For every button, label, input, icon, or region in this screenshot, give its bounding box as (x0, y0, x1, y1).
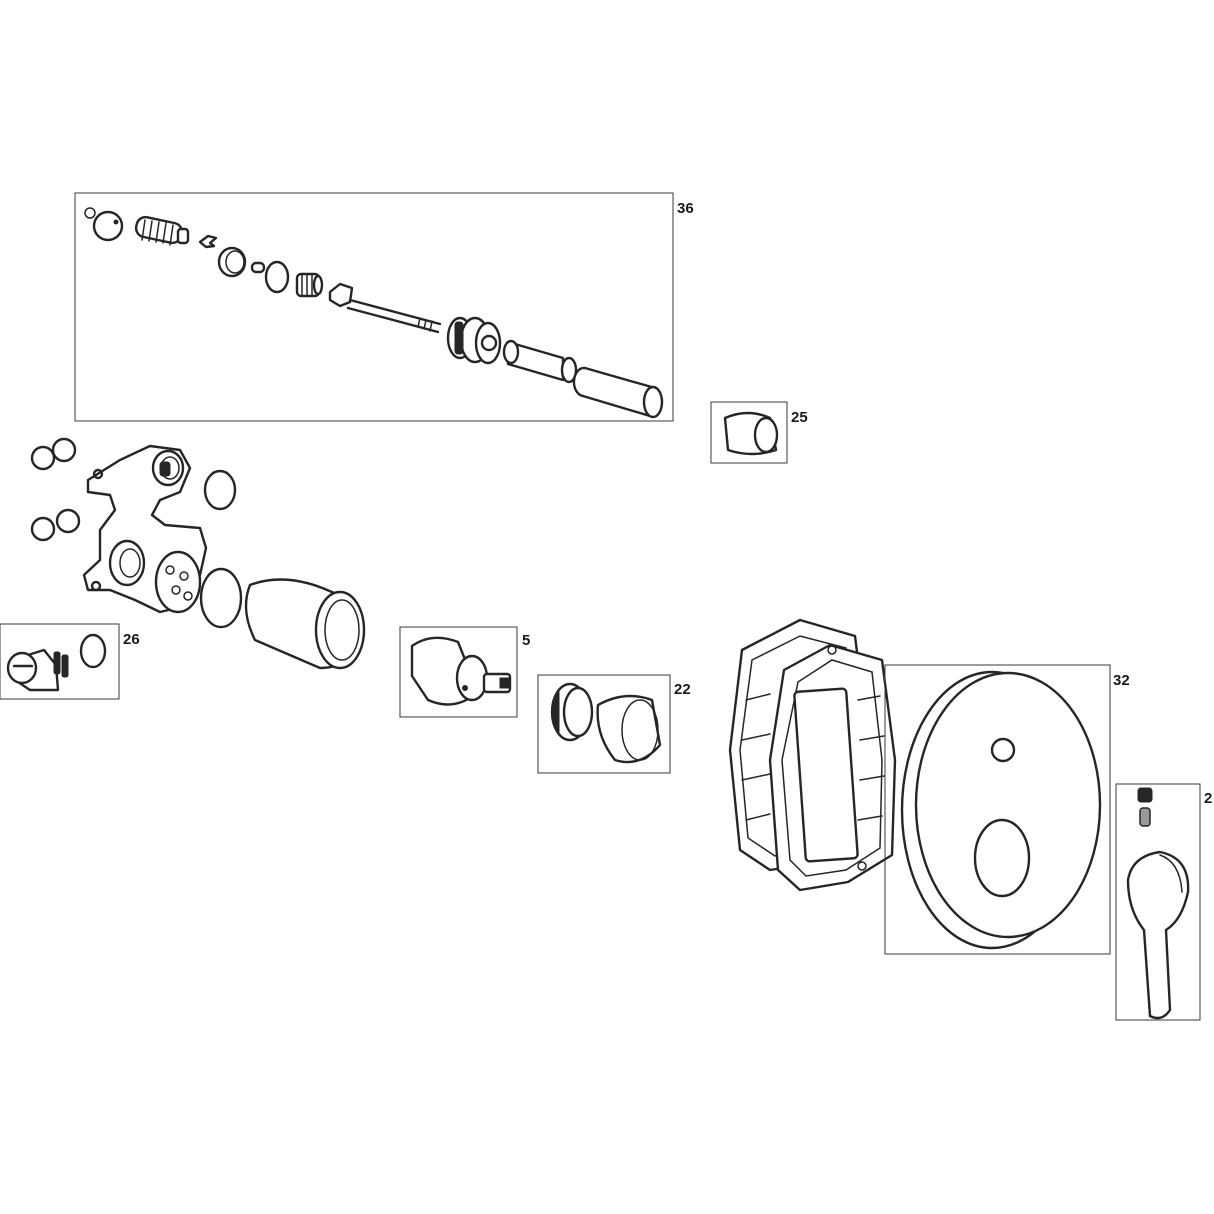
part-group-5[interactable]: 5 (399, 626, 530, 718)
cartridge-part (410, 636, 512, 706)
part-group-22[interactable]: 22 (537, 674, 691, 774)
part-group-32[interactable]: 32 (884, 664, 1130, 955)
part-frame-22 (537, 674, 671, 774)
part-label-32: 32 (1113, 672, 1130, 689)
cap-part (723, 411, 779, 456)
part-group-2[interactable]: 2 (1115, 783, 1212, 1021)
extension-ring-part (550, 682, 662, 764)
part-group-36[interactable]: 36 (74, 192, 694, 422)
part-label-26: 26 (123, 631, 140, 648)
part-label-25: 25 (791, 409, 808, 426)
check-valve-part (6, 633, 107, 692)
part-label-36: 36 (677, 200, 694, 217)
part-label-22: 22 (674, 681, 691, 698)
part-frame-36 (74, 192, 674, 422)
part-frame-26 (0, 623, 120, 700)
part-frame-32 (884, 664, 1111, 955)
part-label-2: 2 (1204, 790, 1212, 807)
part-frame-25 (710, 401, 788, 464)
part-group-25[interactable]: 25 (710, 401, 808, 464)
mounting-frame-plates (728, 618, 897, 892)
part-frame-2 (1115, 783, 1201, 1021)
cover-plate-part (900, 670, 1102, 950)
part-frame-5 (399, 626, 518, 718)
diverter-body-assembly (30, 437, 366, 670)
part-group-26[interactable]: 26 (0, 623, 140, 700)
part-label-5: 5 (522, 632, 530, 649)
lever-handle-part (1126, 787, 1190, 1020)
spindle-kit-components (84, 207, 664, 419)
